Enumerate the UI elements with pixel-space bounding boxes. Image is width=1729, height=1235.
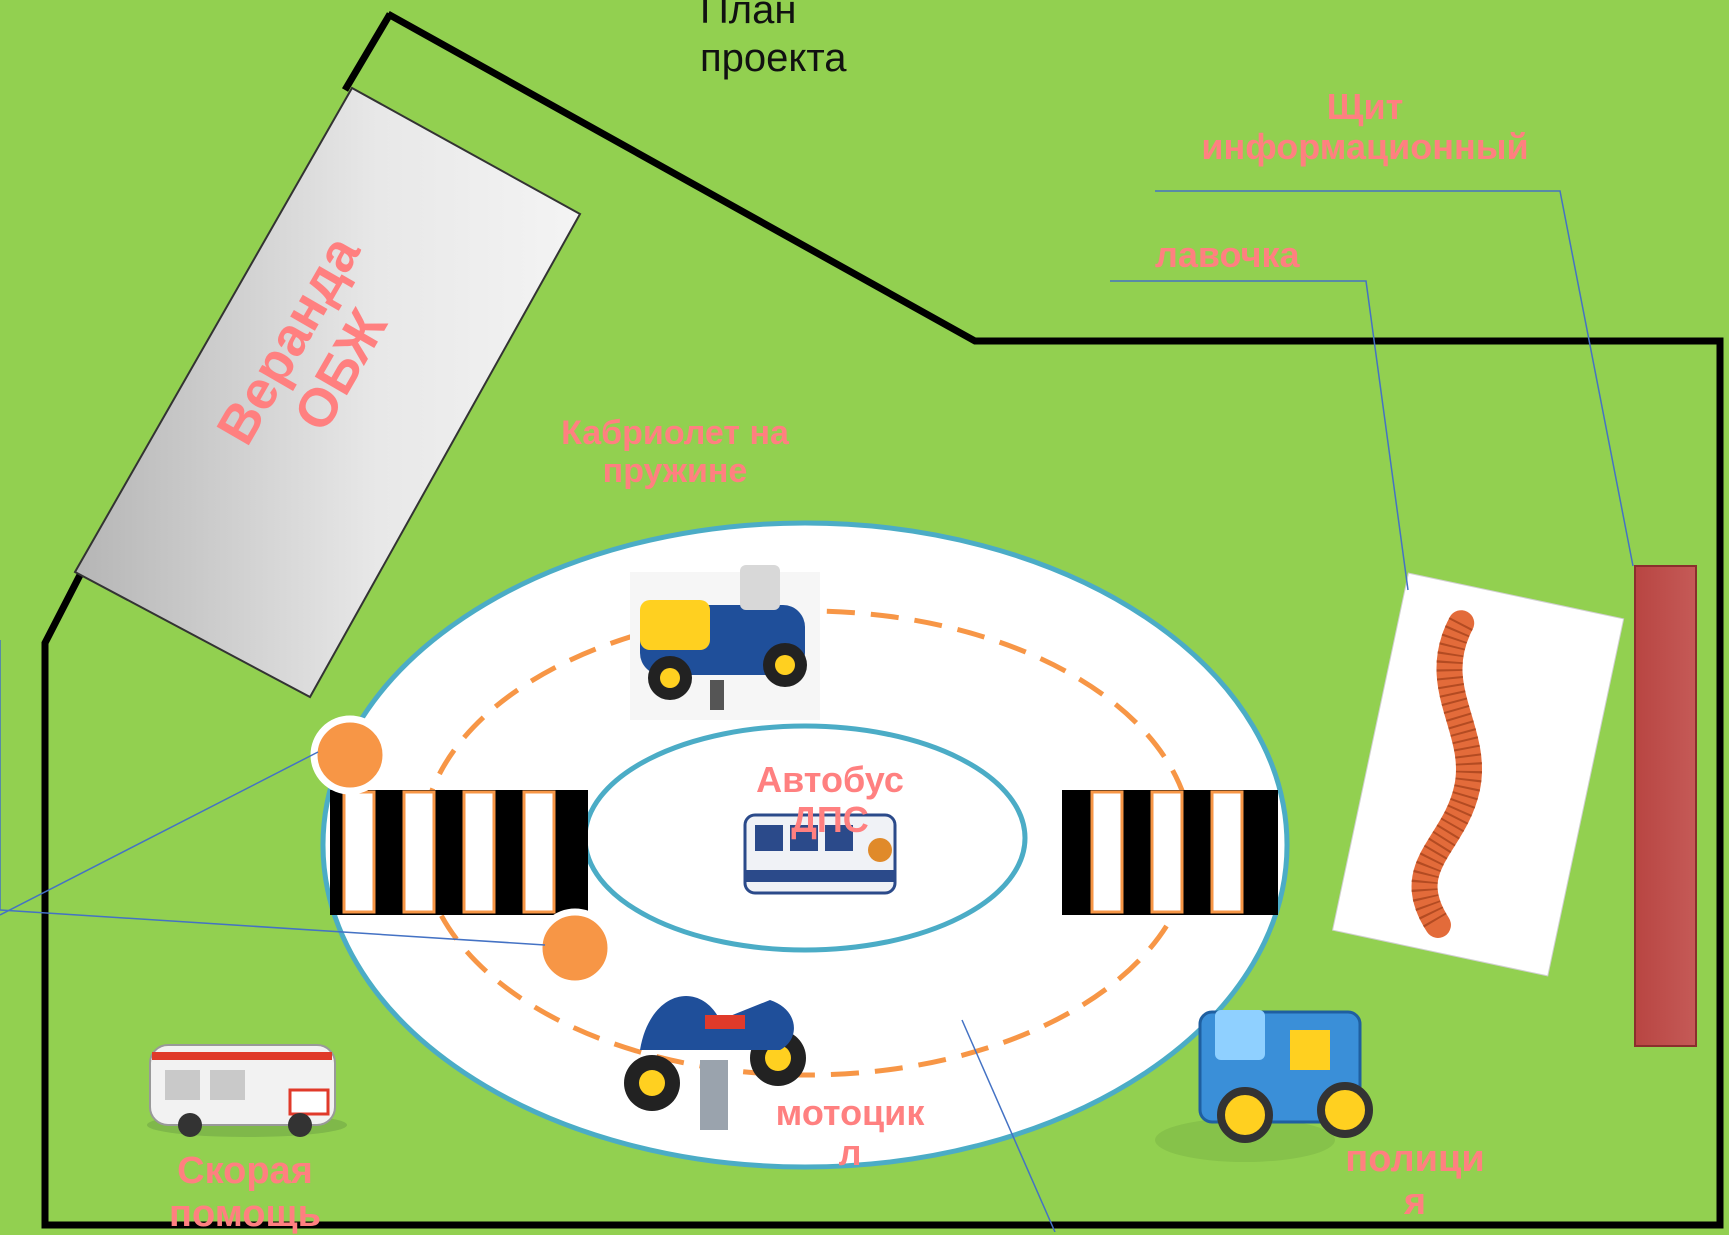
leader-lines <box>0 190 1634 1232</box>
bus-label: Автобус ДПС <box>756 759 904 841</box>
police-label: полици я <box>1345 1138 1485 1223</box>
traffic-light-marker-bottom <box>535 908 615 988</box>
motorcycle-spring-toy-icon <box>624 996 806 1130</box>
police-bus-icon <box>743 813 897 895</box>
bench-card <box>1331 572 1625 977</box>
plan-title: План проекта <box>700 0 847 80</box>
crosswalk-left <box>330 790 588 915</box>
veranda-building <box>73 86 582 699</box>
traffic-light-marker-top <box>310 715 390 795</box>
site-boundary <box>41 10 1724 1229</box>
bench-label: лавочка <box>1155 234 1300 275</box>
motorcycle-label: мотоцик л <box>775 1092 925 1174</box>
info-shield <box>1634 565 1697 1047</box>
cabriolet-label: Кабриолет на пружине <box>561 414 789 491</box>
info-shield-label: Щит информационный <box>1201 86 1529 168</box>
cabriolet-spring-toy-icon <box>630 565 820 720</box>
crosswalk-right <box>1062 790 1278 915</box>
ambulance-toy-icon <box>147 1044 347 1137</box>
ambulance-label: Скорая помощь <box>169 1150 321 1235</box>
police-car-toy-icon <box>1155 1010 1373 1162</box>
site-boundary-top-left <box>341 12 394 92</box>
